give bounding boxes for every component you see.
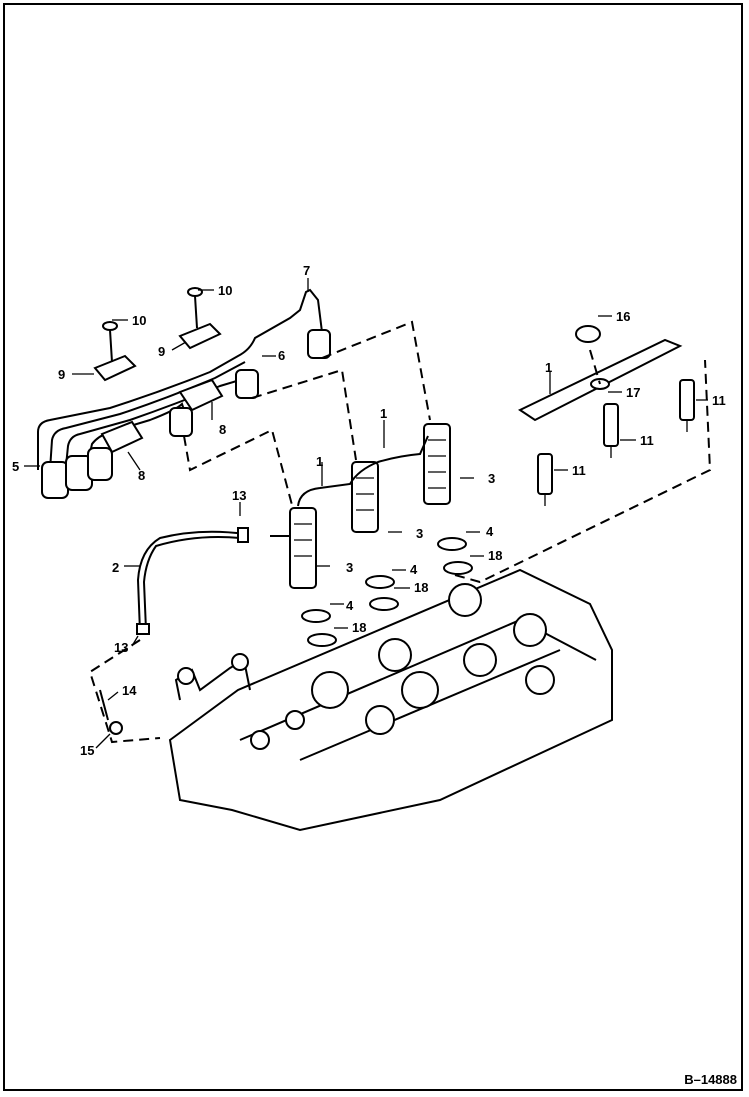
callout-7: 7 (303, 263, 310, 278)
washer-18-a (443, 561, 473, 575)
callout-4-c: 4 (346, 598, 354, 613)
callout-15: 15 (80, 743, 94, 758)
washer-4-c (301, 609, 331, 623)
pipe-nut-2 (235, 369, 259, 399)
injection-pipe-assembly (37, 287, 331, 499)
injector-2 (351, 461, 379, 533)
callout-14: 14 (122, 683, 137, 698)
callout-1-a: 1 (380, 406, 387, 421)
washer-18-b (369, 597, 399, 611)
callout-4-a: 4 (486, 524, 494, 539)
callout-3-a: 3 (488, 471, 495, 486)
callout-5: 5 (12, 459, 19, 474)
injector-3 (423, 423, 451, 505)
pipe-clamp-lower-2 (100, 420, 144, 454)
injector-1 (289, 507, 317, 589)
callout-8-a: 8 (219, 422, 226, 437)
callout-4-b: 4 (410, 562, 418, 577)
callout-16: 16 (616, 309, 630, 324)
callout-9-b: 9 (158, 344, 165, 359)
callout-18-a: 18 (488, 548, 502, 563)
bolt-15 (109, 721, 123, 735)
diagram-frame (3, 3, 743, 1091)
callout-1-c: 1 (545, 360, 552, 375)
pipe-nut-3 (169, 407, 193, 437)
callout-3-c: 3 (346, 560, 353, 575)
callout-3-b: 3 (416, 526, 423, 541)
pipe-clamp-lower-1 (178, 378, 224, 412)
glow-plug-3 (679, 379, 695, 421)
callout-11-b: 11 (640, 433, 654, 448)
pipe-nut-4 (41, 461, 69, 499)
leak-off-hose (136, 530, 246, 633)
callout-13-b: 13 (114, 640, 128, 655)
washer-4-a (437, 537, 467, 551)
cylinder-head (99, 568, 613, 832)
washer-4-b (365, 575, 395, 589)
callout-8-b: 8 (138, 468, 145, 483)
callout-10-b: 10 (218, 283, 232, 298)
callout-17: 17 (626, 385, 640, 400)
callout-labels: 1 1 1 2 3 3 3 4 4 4 5 6 7 8 8 9 9 10 10 … (12, 263, 726, 758)
callout-11-a: 11 (572, 463, 586, 478)
callout-2: 2 (112, 560, 119, 575)
hose-clamp-bottom (136, 623, 150, 635)
callout-10-a: 10 (132, 313, 146, 328)
pipe-clamp-upper-2 (178, 322, 222, 350)
callout-1-b: 1 (316, 454, 323, 469)
washer-18-c (307, 633, 337, 647)
callout-13-a: 13 (232, 488, 246, 503)
callout-18-b: 18 (414, 580, 428, 595)
alignment-lines (88, 320, 712, 744)
callout-9-a: 9 (58, 367, 65, 382)
glow-plug-nut (575, 325, 601, 343)
hose-clamp-top (237, 527, 249, 543)
pipe-clamp-upper-1 (93, 354, 137, 382)
callout-6: 6 (278, 348, 285, 363)
callout-leaders (24, 278, 708, 749)
figure-id: B–14888 (684, 1072, 737, 1087)
clamp-bolt-1 (109, 329, 113, 363)
injector-nozzles (136, 423, 473, 647)
callout-11-c: 11 (712, 393, 726, 408)
glow-plug-2 (603, 403, 619, 447)
callout-18-c: 18 (352, 620, 366, 635)
clamp-bolt-2 (194, 295, 198, 329)
glow-plug-assembly (517, 325, 695, 506)
pipe-nut-1 (307, 329, 331, 359)
pipe-nut-6 (87, 447, 113, 481)
glow-plug-1 (537, 453, 553, 495)
